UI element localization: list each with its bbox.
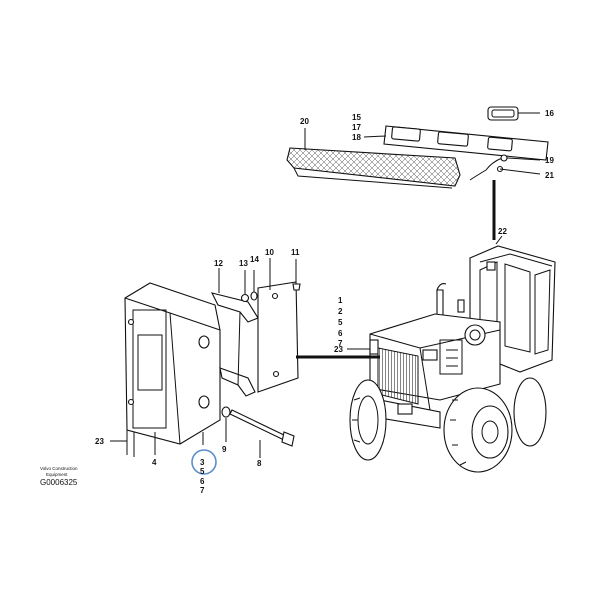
lamp-housing <box>124 282 221 445</box>
callout-23-machine: 23 <box>334 345 343 354</box>
callout-19: 19 <box>545 156 554 165</box>
washer <box>250 291 258 301</box>
motor-grader <box>349 245 556 473</box>
rear-lamp-assembly <box>124 281 301 457</box>
screw <box>292 283 301 291</box>
callout-17: 17 <box>352 123 361 132</box>
callout-20: 20 <box>300 117 309 126</box>
callout-15: 15 <box>352 113 361 122</box>
callout-14: 14 <box>250 255 259 264</box>
figure-code: G0006325 <box>40 478 78 487</box>
figure-footer: Volvo Construction Equipment G0006325 <box>40 466 78 487</box>
callout-12: 12 <box>214 259 223 268</box>
callout-16: 16 <box>545 109 554 118</box>
callout-6: 6 <box>200 477 205 486</box>
bolt-washer <box>221 406 231 418</box>
back-plate <box>257 281 299 393</box>
callout-2: 2 <box>338 307 343 316</box>
lamp-lens-cover <box>286 147 461 187</box>
callout-21: 21 <box>545 171 554 180</box>
callout-6-machine: 6 <box>338 329 343 338</box>
callout-5-machine: 5 <box>338 318 343 327</box>
callout-10: 10 <box>265 248 274 257</box>
callout-5: 5 <box>200 467 205 476</box>
nut <box>240 293 250 303</box>
highlight-circle <box>191 449 217 475</box>
callout-3: 3 <box>200 458 205 467</box>
callout-22: 22 <box>498 227 507 236</box>
callout-8: 8 <box>257 459 262 468</box>
callout-7-machine: 7 <box>338 339 343 348</box>
brand-line-1: Volvo Construction <box>40 466 78 471</box>
mounting-bracket <box>210 292 259 323</box>
brand-line-2: Equipment <box>46 472 68 477</box>
callout-4: 4 <box>152 458 157 467</box>
callout-1: 1 <box>338 296 343 305</box>
callout-18: 18 <box>352 133 361 142</box>
callout-11: 11 <box>291 248 300 257</box>
callout-9: 9 <box>222 445 227 454</box>
callout-7: 7 <box>200 486 205 495</box>
callout-labels: 20 15 17 18 16 19 21 22 12 13 14 10 11 1… <box>95 109 554 495</box>
callout-13: 13 <box>239 259 248 268</box>
callout-23-housing: 23 <box>95 437 104 446</box>
leader-lines <box>110 112 541 458</box>
upper-lamp-assembly <box>286 106 549 240</box>
bolt <box>229 409 287 441</box>
